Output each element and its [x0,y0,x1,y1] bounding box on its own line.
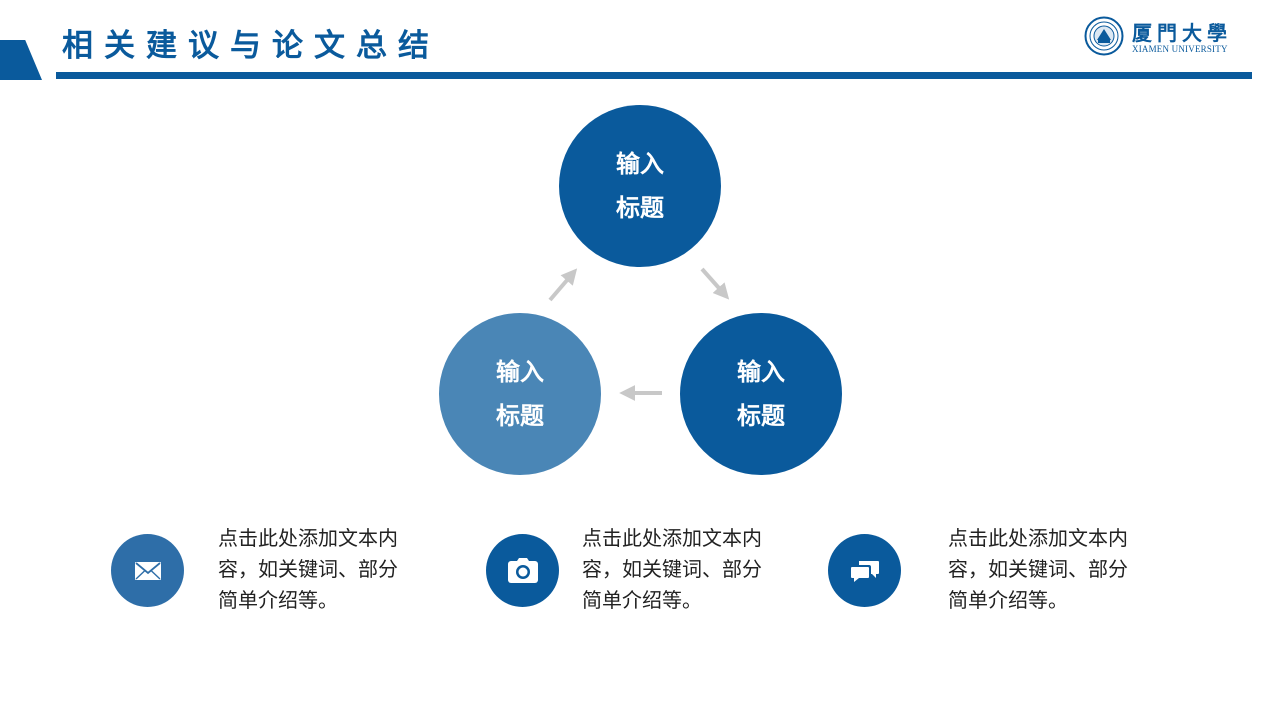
envelope-icon [134,561,161,580]
feature-icon-badge [486,534,559,607]
logo-subtitle: XIAMEN UNIVERSITY [1132,44,1228,54]
cycle-node-label: 输入 标题 [496,358,544,430]
feature-description: 点击此处添加文本内容，如关键词、部分简单介绍等。 [582,526,762,612]
arrow-top-to-right [700,267,730,300]
feature-description: 点击此处添加文本内容，如关键词、部分简单介绍等。 [948,526,1128,612]
feature-icon-badge [828,534,901,607]
slide-title: 相关建议与论文总结 [62,28,440,64]
cycle-node-top[interactable]: 输入 标题 [559,105,721,267]
university-logo: 厦門大學 XIAMEN UNIVERSITY [1084,15,1232,57]
university-seal-icon [1084,16,1124,56]
camera-icon [507,557,538,583]
cycle-node-label: 输入 标题 [616,150,664,222]
logo-name: 厦門大學 [1132,21,1232,45]
cycle-node-left[interactable]: 输入 标题 [439,313,601,475]
cycle-node-label: 输入 标题 [737,358,785,430]
chat-bubbles-icon [850,560,879,582]
arrow-left-to-top [548,268,578,302]
title-underline [56,72,1252,79]
feature-description: 点击此处添加文本内容，如关键词、部分简单介绍等。 [218,526,398,612]
feature-icon-badge [111,534,184,607]
cycle-node-right[interactable]: 输入 标题 [680,313,842,475]
